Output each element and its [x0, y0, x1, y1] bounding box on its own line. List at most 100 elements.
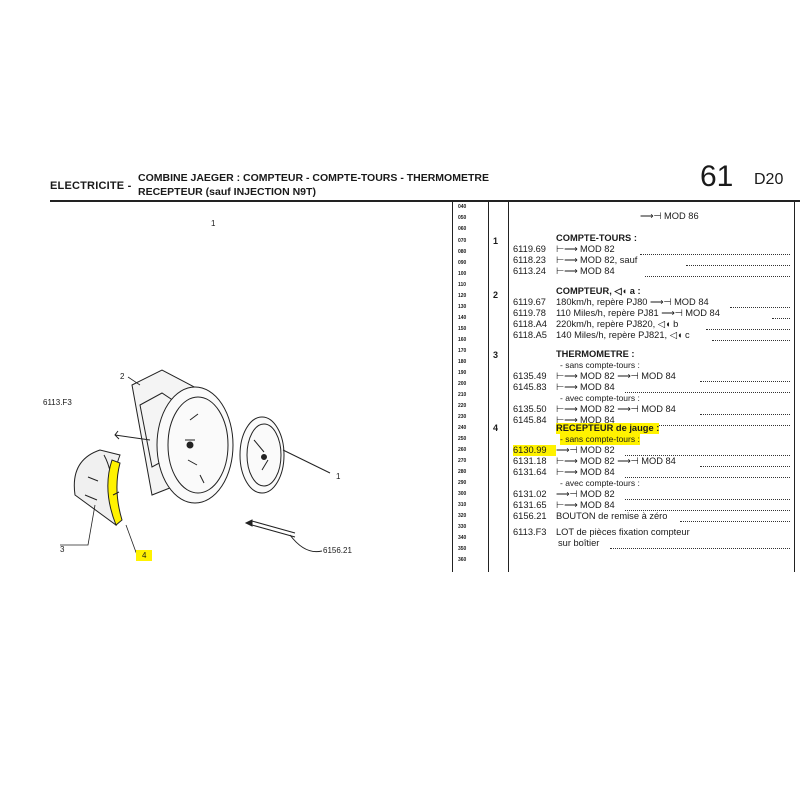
parts-row: 6135.50 ⊢⟶ MOD 82 ⟶⊣ MOD 84	[513, 404, 676, 415]
parts-row: 6118.23⊢⟶ MOD 82, sauf	[513, 255, 637, 266]
part-description: ⊢⟶ MOD 82, sauf	[556, 255, 638, 265]
parts-row: 6135.49⊢⟶ MOD 82 ⟶⊣ MOD 84	[513, 371, 676, 382]
parts-row: ⟶⊣ MOD 86	[640, 211, 699, 222]
part-reference: 6113.24	[513, 266, 546, 276]
part-reference: 6118.A5	[513, 330, 547, 340]
line-number: 260	[458, 447, 467, 453]
part-reference: 6130.99	[513, 445, 556, 456]
line-number: 350	[458, 546, 467, 552]
parts-row: 6145.83⊢⟶ MOD 84	[513, 382, 615, 393]
leader-lines	[60, 376, 141, 556]
callout-1: 1	[336, 472, 341, 481]
callout-3: 3	[60, 545, 65, 554]
line-number: 170	[458, 348, 467, 354]
line-number: 140	[458, 315, 467, 321]
line-number: 320	[458, 513, 467, 519]
part-description: ⊢⟶ MOD 82 ⟶⊣ MOD 84	[556, 456, 676, 466]
parts-row: 6131.18 ⊢⟶ MOD 82 ⟶⊣ MOD 84	[513, 456, 676, 467]
line-number: 180	[458, 359, 467, 365]
line-number: 310	[458, 502, 467, 508]
column-rule-right	[794, 202, 795, 572]
part-description: 140 Miles/h, repère PJ821, ◁◖ c	[556, 330, 690, 340]
line-number: 340	[458, 535, 467, 541]
heading-text: THERMOMETRE :	[556, 349, 635, 359]
line-number: 200	[458, 381, 467, 387]
leader-dots	[625, 477, 790, 479]
leader-dots	[680, 521, 790, 523]
parts-row: sur boîtier	[558, 538, 599, 549]
leader-dots	[625, 510, 790, 512]
parts-row: 6118.A5 140 Miles/h, repère PJ821, ◁◖ c	[513, 330, 690, 341]
leader-dots	[700, 381, 790, 383]
leader-dots	[625, 499, 790, 501]
heading-text: COMPTE-TOURS :	[556, 233, 637, 243]
parts-subheading: - sans compte-tours :	[560, 360, 640, 371]
line-number: 270	[458, 458, 467, 464]
line-number: 280	[458, 469, 467, 475]
parts-row: 6119.69⊢⟶ MOD 82	[513, 244, 615, 255]
part-reference: 6135.50	[513, 404, 547, 414]
leader-dots	[625, 455, 790, 457]
item-number: 2	[493, 290, 499, 300]
line-number: 130	[458, 304, 467, 310]
part-reference: 6119.67	[513, 297, 546, 307]
parts-heading: THERMOMETRE :	[556, 349, 635, 360]
part-description: ⊢⟶ MOD 84	[556, 500, 615, 510]
page-title: COMBINE JAEGER : COMPTEUR - COMPTE-TOURS…	[138, 171, 489, 199]
diagram-mark: 1	[211, 219, 216, 228]
page-code: D20	[754, 171, 784, 188]
line-number: 090	[458, 260, 467, 266]
part-description: BOUTON de remise à zéro	[556, 511, 668, 521]
part-description: ⊢⟶ MOD 82 ⟶⊣ MOD 84	[556, 404, 676, 414]
line-number: 160	[458, 337, 467, 343]
parts-row: 6131.65 ⊢⟶ MOD 84	[513, 500, 615, 511]
reset-button-illustration	[244, 519, 323, 553]
leader-dots	[700, 414, 790, 416]
parts-subheading: - avec compte-tours :	[560, 393, 640, 404]
line-number: 360	[458, 557, 467, 563]
line-number: 330	[458, 524, 467, 530]
subheading-text: - sans compte-tours :	[560, 360, 640, 370]
leader-dots	[706, 329, 790, 331]
parts-subheading: - sans compte-tours :	[560, 434, 640, 445]
section-title: ELECTRICITE -	[50, 180, 132, 192]
line-number: 080	[458, 249, 467, 255]
callout-6113-f3: 6113.F3	[43, 398, 72, 407]
subheading-text: - avec compte-tours :	[560, 393, 640, 403]
line-number: 110	[458, 282, 467, 288]
callout-2: 2	[120, 372, 125, 381]
part-description: ⊢⟶ MOD 84	[556, 415, 615, 425]
receptor-gauge-illustration	[73, 449, 123, 527]
line-number: 060	[458, 226, 467, 232]
part-reference: 6156.21	[513, 511, 547, 521]
leader-dots	[712, 340, 790, 342]
title-line-2: RECEPTEUR (sauf INJECTION N9T)	[138, 186, 316, 198]
header-rule	[50, 200, 800, 202]
part-reference: 6131.18	[513, 456, 547, 466]
title-line-1: COMBINE JAEGER : COMPTEUR - COMPTE-TOURS…	[138, 172, 489, 184]
item-number: 1	[493, 236, 499, 246]
leader-dots	[640, 254, 790, 256]
parts-heading: RECEPTEUR de jauge :	[556, 423, 660, 434]
part-description: 220km/h, repère PJ820, ◁◖ b	[556, 319, 679, 329]
thermometer-gauge-illustration	[239, 416, 331, 494]
line-number: 210	[458, 392, 467, 398]
subheading-text: - avec compte-tours :	[560, 478, 640, 488]
leader-dots	[625, 392, 790, 394]
line-number: 070	[458, 238, 467, 244]
exploded-diagram	[60, 369, 331, 556]
part-reference: 6113.F3	[513, 527, 547, 537]
line-number: 290	[458, 480, 467, 486]
part-reference: 6131.02	[513, 489, 547, 499]
item-number: 3	[493, 350, 499, 360]
part-description: ⟶⊣ MOD 82	[556, 489, 615, 499]
callout-6156-21: 6156.21	[323, 546, 352, 555]
line-number: 150	[458, 326, 467, 332]
part-reference: 6135.49	[513, 371, 547, 381]
column-rule-lines	[488, 202, 489, 572]
part-description: ⟶⊣ MOD 86	[640, 211, 699, 221]
line-number: 120	[458, 293, 467, 299]
part-reference: 6131.65	[513, 500, 547, 510]
